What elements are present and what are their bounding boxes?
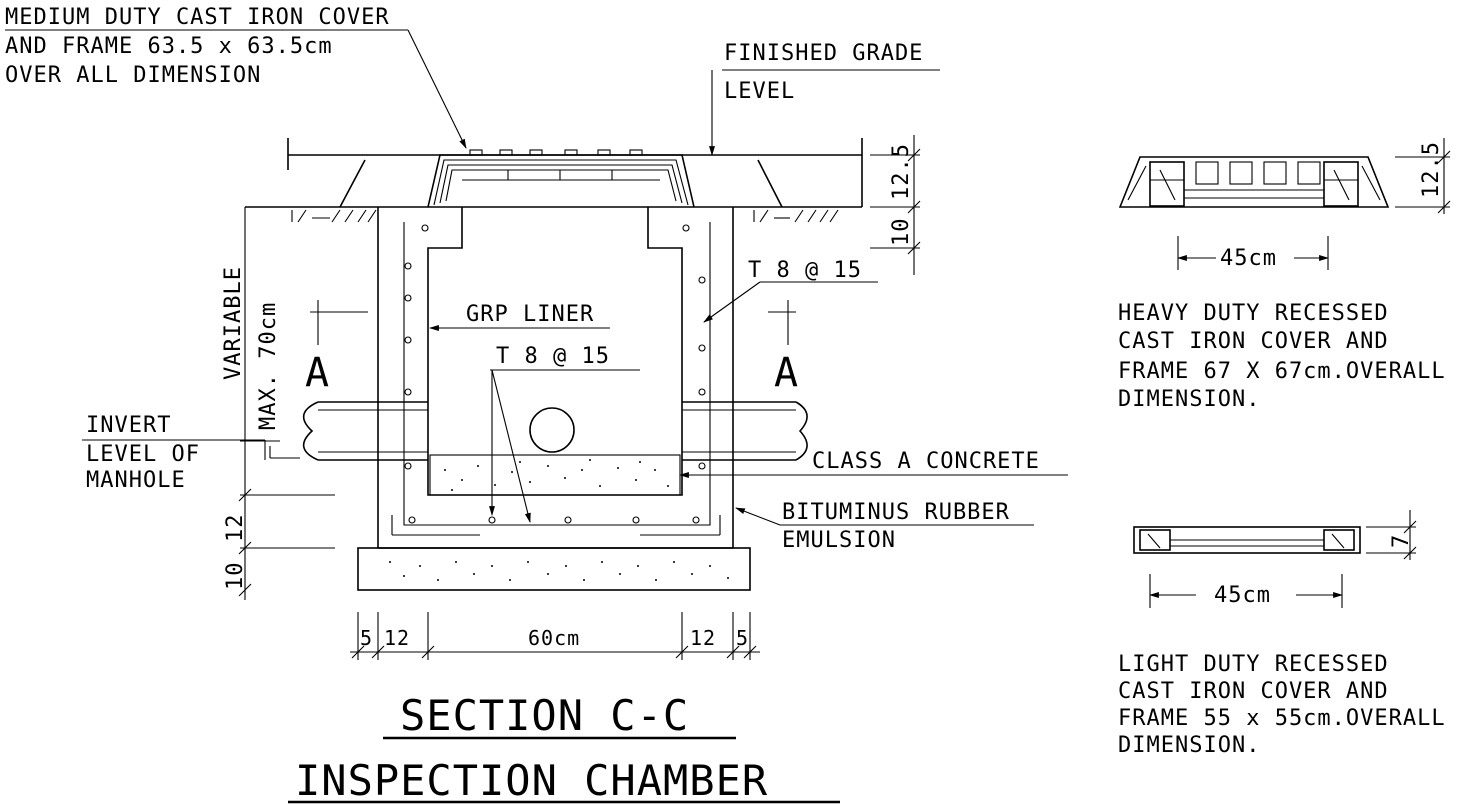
light-desc-line4: DIMENSION. <box>1118 733 1260 758</box>
invert-label-3: MANHOLE <box>86 468 186 493</box>
dim-base-12: 12 <box>223 514 248 543</box>
left-dimensions <box>238 207 335 600</box>
dim-cover-height: 12.5 <box>889 143 914 200</box>
level-label: LEVEL <box>724 79 795 104</box>
grade-slab <box>245 138 863 208</box>
bituminus-label-2: EMULSION <box>782 528 896 553</box>
section-title: SECTION C-C <box>400 691 689 740</box>
cover-label-line3: OVER ALL DIMENSION <box>5 63 261 88</box>
max-label: MAX. 70cm <box>256 302 281 430</box>
light-desc-line3: FRAME 55 x 55cm.OVERALL <box>1118 706 1446 731</box>
light-dim-height: 7 <box>1389 534 1414 548</box>
heavy-dim-height: 12.5 <box>1419 141 1444 198</box>
dim-wall-12-right: 12 <box>690 626 716 650</box>
dim-wall-12-left: 12 <box>384 626 410 650</box>
bottom-dimensions <box>350 612 760 660</box>
class-a-concrete <box>429 454 681 496</box>
dim-slab-height: 10 <box>889 218 914 247</box>
pipe <box>302 401 808 461</box>
heavy-desc-line1: HEAVY DUTY RECESSED <box>1118 301 1389 326</box>
right-dimensions <box>870 135 921 275</box>
dim-base-10: 10 <box>223 562 248 591</box>
invert-label-2: LEVEL OF <box>86 442 200 467</box>
heavy-desc-line2: CAST IRON COVER AND <box>1118 329 1389 354</box>
dim-inner-60: 60cm <box>528 626 580 650</box>
section-markers <box>310 300 796 345</box>
leaders <box>5 29 1068 526</box>
heavy-desc-line3: FRAME 67 X 67cm.OVERALL <box>1118 359 1446 384</box>
section-a-right: A <box>774 350 799 396</box>
heavy-desc-line4: DIMENSION. <box>1118 387 1260 412</box>
invert-label-1: INVERT <box>86 413 171 438</box>
chamber-title: INSPECTION CHAMBER <box>295 756 768 805</box>
dim-wall-5-left: 5 <box>360 626 373 650</box>
cast-iron-cover <box>427 149 695 208</box>
heavy-duty-detail: 12.5 45cm HEAVY DUTY RECESSED CAST IRON … <box>1118 138 1451 412</box>
ground-hatch <box>291 209 839 223</box>
bituminus-label-1: BITUMINUS RUBBER <box>782 500 1010 525</box>
rebar-base-label: T 8 @ 15 <box>496 344 610 369</box>
light-desc-line2: CAST IRON COVER AND <box>1118 679 1389 704</box>
cover-label-line1: MEDIUM DUTY CAST IRON COVER <box>5 5 390 30</box>
light-duty-detail: 7 45cm LIGHT DUTY RECESSED CAST IRON COV… <box>1118 510 1446 758</box>
finished-grade-label: FINISHED GRADE <box>724 41 923 66</box>
base-slab <box>357 547 751 591</box>
class-a-concrete-label: CLASS A CONCRETE <box>812 449 1040 474</box>
light-dim-width: 45cm <box>1214 583 1271 608</box>
heavy-dim-width: 45cm <box>1220 246 1277 271</box>
rebar-side-label: T 8 @ 15 <box>748 258 862 283</box>
cover-label-line2: AND FRAME 63.5 x 63.5cm <box>5 34 333 59</box>
chamber-walls <box>377 207 734 549</box>
variable-label: VARIABLE <box>221 266 246 380</box>
light-desc-line1: LIGHT DUTY RECESSED <box>1118 652 1389 677</box>
dim-wall-5-right: 5 <box>736 626 749 650</box>
grp-liner-label: GRP LINER <box>466 302 594 327</box>
main-section: MEDIUM DUTY CAST IRON COVER AND FRAME 63… <box>5 5 1068 805</box>
section-a-left: A <box>305 350 330 396</box>
